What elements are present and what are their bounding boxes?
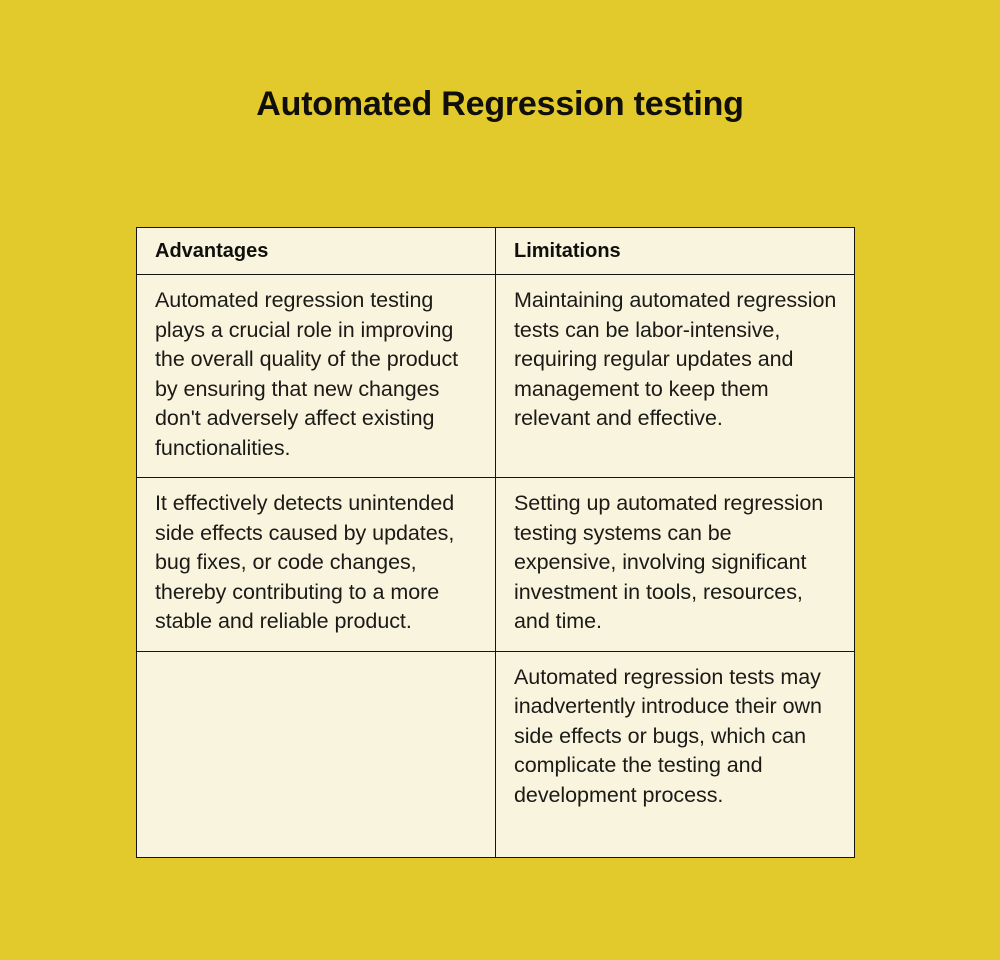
cell-limitations-3: Automated regression tests may inadverte… xyxy=(495,650,855,858)
table-row: Automated regression tests may inadverte… xyxy=(136,650,855,858)
comparison-table-container: Advantages Limitations Automated regress… xyxy=(136,227,855,858)
page-title: Automated Regression testing xyxy=(256,85,744,123)
cell-advantages-2-text: It effectively detects unintended side e… xyxy=(155,491,455,633)
column-header-advantages: Advantages xyxy=(136,227,496,275)
table-row: Automated regression testing plays a cru… xyxy=(136,274,855,478)
column-header-limitations: Limitations xyxy=(495,227,855,275)
table-header: Advantages Limitations xyxy=(136,227,855,275)
table-body: Automated regression testing plays a cru… xyxy=(136,274,855,858)
cell-limitations-1: Maintaining automated regression tests c… xyxy=(495,274,855,478)
cell-advantages-1: Automated regression testing plays a cru… xyxy=(136,274,496,478)
column-header-limitations-label: Limitations xyxy=(514,240,621,262)
cell-advantages-2: It effectively detects unintended side e… xyxy=(136,477,496,652)
cell-limitations-3-text: Automated regression tests may inadverte… xyxy=(514,664,822,807)
cell-advantages-3-text xyxy=(155,663,479,843)
advantages-limitations-table: Advantages Limitations Automated regress… xyxy=(136,227,855,858)
cell-limitations-2: Setting up automated regression testing … xyxy=(495,477,855,652)
table-row: It effectively detects unintended side e… xyxy=(136,477,855,652)
cell-limitations-1-text: Maintaining automated regression tests c… xyxy=(514,288,837,430)
cell-limitations-2-text: Setting up automated regression testing … xyxy=(514,491,824,633)
column-header-advantages-label: Advantages xyxy=(155,240,269,262)
cell-advantages-3-empty xyxy=(136,650,496,858)
table-header-row: Advantages Limitations xyxy=(136,227,855,275)
cell-advantages-1-text: Automated regression testing plays a cru… xyxy=(155,288,459,460)
